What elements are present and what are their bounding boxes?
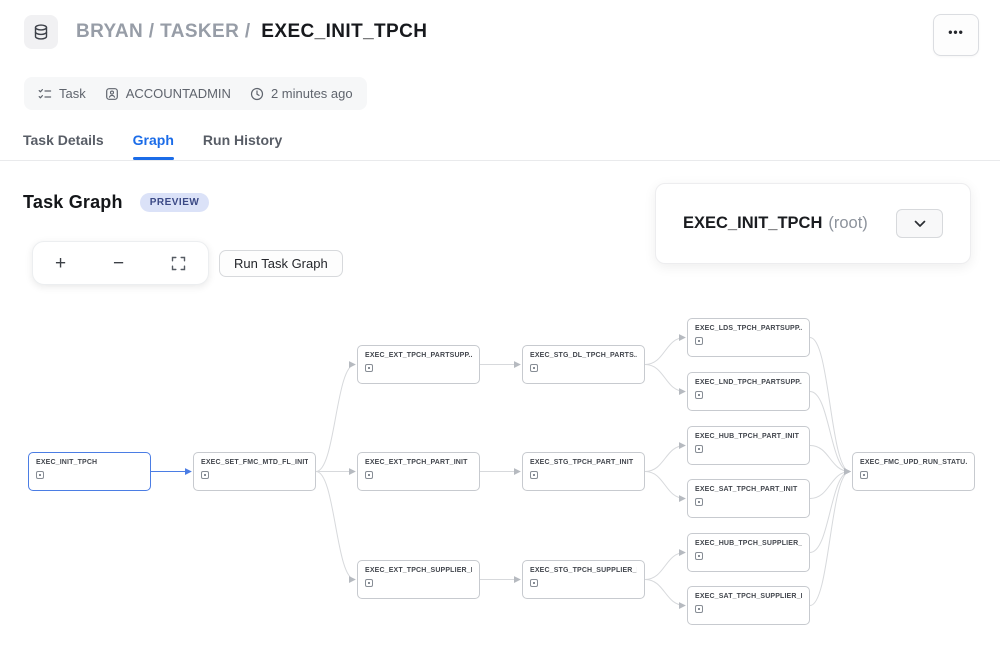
- task-node[interactable]: EXEC_STG_TPCH_SUPPLIER_I...: [522, 560, 645, 599]
- breadcrumb-prefix[interactable]: BRYAN / TASKER /: [76, 21, 251, 42]
- task-edge: [644, 471, 686, 502]
- task-edge: [809, 445, 851, 475]
- task-icon: [860, 471, 868, 479]
- chevron-down-icon: [914, 220, 925, 227]
- task-node[interactable]: EXEC_EXT_TPCH_PART_INIT: [357, 452, 480, 491]
- task-node[interactable]: EXEC_SAT_TPCH_SUPPLIER_I...: [687, 586, 810, 625]
- task-edge: [809, 337, 851, 475]
- task-node-label: EXEC_STG_TPCH_PART_INIT: [530, 459, 634, 466]
- page-header: BRYAN / TASKER / EXEC_INIT_TPCH •••: [24, 14, 979, 56]
- task-node[interactable]: EXEC_STG_DL_TPCH_PARTS...: [522, 345, 645, 384]
- task-edge: [809, 468, 851, 606]
- root-task-name: EXEC_INIT_TPCH: [683, 214, 823, 232]
- task-node-label: EXEC_STG_TPCH_SUPPLIER_I...: [530, 567, 637, 574]
- more-actions-button[interactable]: •••: [933, 14, 979, 56]
- task-icon: [530, 364, 538, 372]
- clock-icon: [250, 87, 264, 100]
- task-node-label: EXEC_HUB_TPCH_PART_INIT: [695, 433, 800, 440]
- task-node[interactable]: EXEC_LND_TPCH_PARTSUPP...: [687, 372, 810, 411]
- task-icon: [365, 579, 373, 587]
- task-node-label: EXEC_SAT_TPCH_PART_INIT: [695, 486, 798, 493]
- object-type: Task: [38, 86, 86, 101]
- preview-badge: PREVIEW: [139, 193, 210, 212]
- task-node[interactable]: EXEC_FMC_UPD_RUN_STATU...: [852, 452, 975, 491]
- graph-zoom-toolbar: + −: [32, 241, 209, 285]
- zoom-in-button[interactable]: +: [55, 252, 67, 274]
- task-edge: [644, 364, 686, 395]
- task-node-label: EXEC_EXT_TPCH_PART_INIT: [365, 459, 468, 466]
- task-icon: [695, 552, 703, 560]
- task-icon: [530, 471, 538, 479]
- run-task-graph-button[interactable]: Run Task Graph: [219, 250, 343, 277]
- task-node-label: EXEC_EXT_TPCH_PARTSUPP...: [365, 352, 472, 359]
- task-icon: [695, 337, 703, 345]
- task-checklist-icon: [38, 88, 52, 98]
- section-title: Task Graph: [23, 192, 123, 212]
- task-icon: [530, 579, 538, 587]
- task-icon: [695, 391, 703, 399]
- section-head: Task Graph PREVIEW: [23, 192, 210, 213]
- task-node-label: EXEC_HUB_TPCH_SUPPLIER_...: [695, 540, 802, 547]
- task-icon: [695, 605, 703, 613]
- task-node-label: EXEC_SET_FMC_MTD_FL_INIT...: [201, 459, 308, 466]
- task-node-label: EXEC_LDS_TPCH_PARTSUPP...: [695, 325, 802, 332]
- root-task-suffix: (root): [828, 214, 868, 232]
- last-updated-label: 2 minutes ago: [270, 86, 353, 101]
- tab-task-details[interactable]: Task Details: [23, 132, 104, 148]
- meta-bar: Task ACCOUNTADMIN 2 minutes ago: [24, 77, 367, 110]
- fullscreen-icon: [171, 256, 186, 270]
- task-node[interactable]: EXEC_EXT_TPCH_PARTSUPP...: [357, 345, 480, 384]
- task-icon: [365, 471, 373, 479]
- task-node-selected[interactable]: EXEC_INIT_TPCH: [28, 452, 151, 491]
- task-node-label: EXEC_SAT_TPCH_SUPPLIER_I...: [695, 593, 802, 600]
- root-task-dropdown-button[interactable]: [896, 209, 943, 238]
- database-icon: [24, 15, 58, 49]
- last-updated: 2 minutes ago: [250, 86, 353, 101]
- task-edge: [644, 549, 686, 580]
- task-node-label: EXEC_INIT_TPCH: [36, 459, 98, 466]
- task-edge: [644, 334, 686, 365]
- task-edge: [809, 468, 851, 553]
- task-node[interactable]: EXEC_HUB_TPCH_SUPPLIER_...: [687, 533, 810, 572]
- task-edge: [809, 391, 851, 475]
- role-badge-icon: [105, 87, 118, 100]
- task-edge: [315, 471, 356, 583]
- zoom-out-button[interactable]: −: [113, 252, 125, 274]
- owner-role: ACCOUNTADMIN: [105, 86, 231, 101]
- task-icon: [695, 445, 703, 453]
- root-task-card: EXEC_INIT_TPCH (root): [655, 183, 971, 264]
- tab-run-history[interactable]: Run History: [202, 132, 283, 148]
- task-icon: [365, 364, 373, 372]
- fullscreen-button[interactable]: [171, 256, 186, 271]
- task-node-label: EXEC_STG_DL_TPCH_PARTS...: [530, 352, 637, 359]
- owner-role-label: ACCOUNTADMIN: [125, 86, 231, 101]
- task-node[interactable]: EXEC_LDS_TPCH_PARTSUPP...: [687, 318, 810, 357]
- task-node-label: EXEC_LND_TPCH_PARTSUPP...: [695, 379, 802, 386]
- task-icon: [36, 471, 44, 479]
- task-edge: [644, 442, 686, 472]
- task-edge: [315, 361, 356, 472]
- task-icon: [201, 471, 209, 479]
- task-edge: [809, 468, 851, 499]
- object-type-label: Task: [59, 86, 86, 101]
- page-title: EXEC_INIT_TPCH: [261, 21, 428, 42]
- task-node-label: EXEC_EXT_TPCH_SUPPLIER_I...: [365, 567, 472, 574]
- tab-graph[interactable]: Graph: [132, 132, 175, 160]
- task-node[interactable]: EXEC_STG_TPCH_PART_INIT: [522, 452, 645, 491]
- task-icon: [695, 498, 703, 506]
- breadcrumb: BRYAN / TASKER / EXEC_INIT_TPCH: [76, 21, 427, 43]
- task-node[interactable]: EXEC_SAT_TPCH_PART_INIT: [687, 479, 810, 518]
- task-edge: [644, 579, 686, 609]
- task-node[interactable]: EXEC_HUB_TPCH_PART_INIT: [687, 426, 810, 465]
- task-node[interactable]: EXEC_SET_FMC_MTD_FL_INIT...: [193, 452, 316, 491]
- tab-bar: Task Details Graph Run History: [0, 132, 1000, 161]
- task-node-label: EXEC_FMC_UPD_RUN_STATU...: [860, 459, 967, 466]
- task-node[interactable]: EXEC_EXT_TPCH_SUPPLIER_I...: [357, 560, 480, 599]
